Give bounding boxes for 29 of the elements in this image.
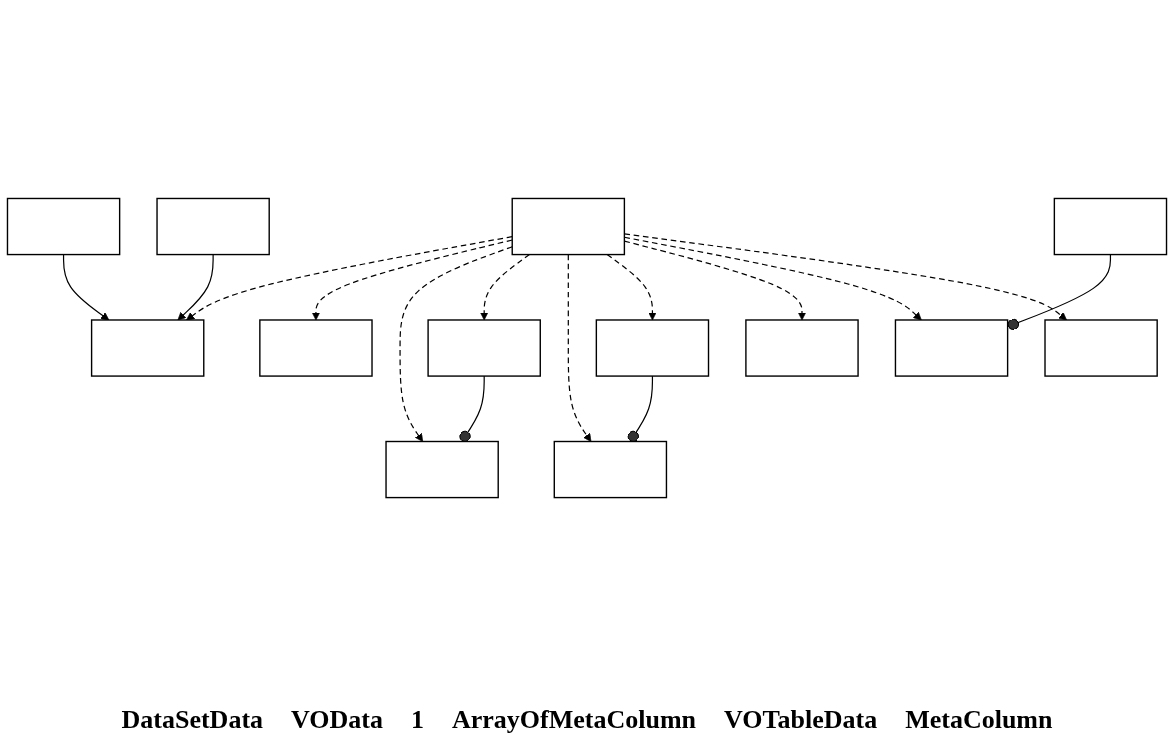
node-box <box>745 319 859 378</box>
node-box <box>90 319 205 378</box>
connector <box>1007 254 1112 331</box>
arrow <box>399 246 513 443</box>
class-name-label: 1 <box>411 705 424 735</box>
arrow <box>311 239 513 321</box>
connector <box>459 375 485 443</box>
arrow <box>606 254 657 321</box>
node-box <box>156 198 270 256</box>
class-name-label: VOData <box>291 705 383 735</box>
node-box <box>1053 198 1168 256</box>
node-box <box>553 441 668 499</box>
node-box <box>1044 319 1158 378</box>
connector <box>627 375 654 443</box>
node-box <box>427 319 541 378</box>
class-name-label: ArrayOfMetaColumn <box>452 705 697 735</box>
node-box <box>894 319 1009 378</box>
class-name-label: DataSetData <box>121 705 264 735</box>
arrow <box>62 254 110 321</box>
arrow <box>567 254 592 443</box>
node-box <box>385 441 499 499</box>
node-box <box>511 198 626 256</box>
class-name-label: MetaColumn <box>905 705 1053 735</box>
node-box <box>259 319 373 378</box>
class-name-label: VOTableData <box>724 705 878 735</box>
arrow <box>186 236 513 321</box>
node-box <box>6 198 121 256</box>
arrow <box>177 254 214 321</box>
node-box <box>595 319 710 378</box>
